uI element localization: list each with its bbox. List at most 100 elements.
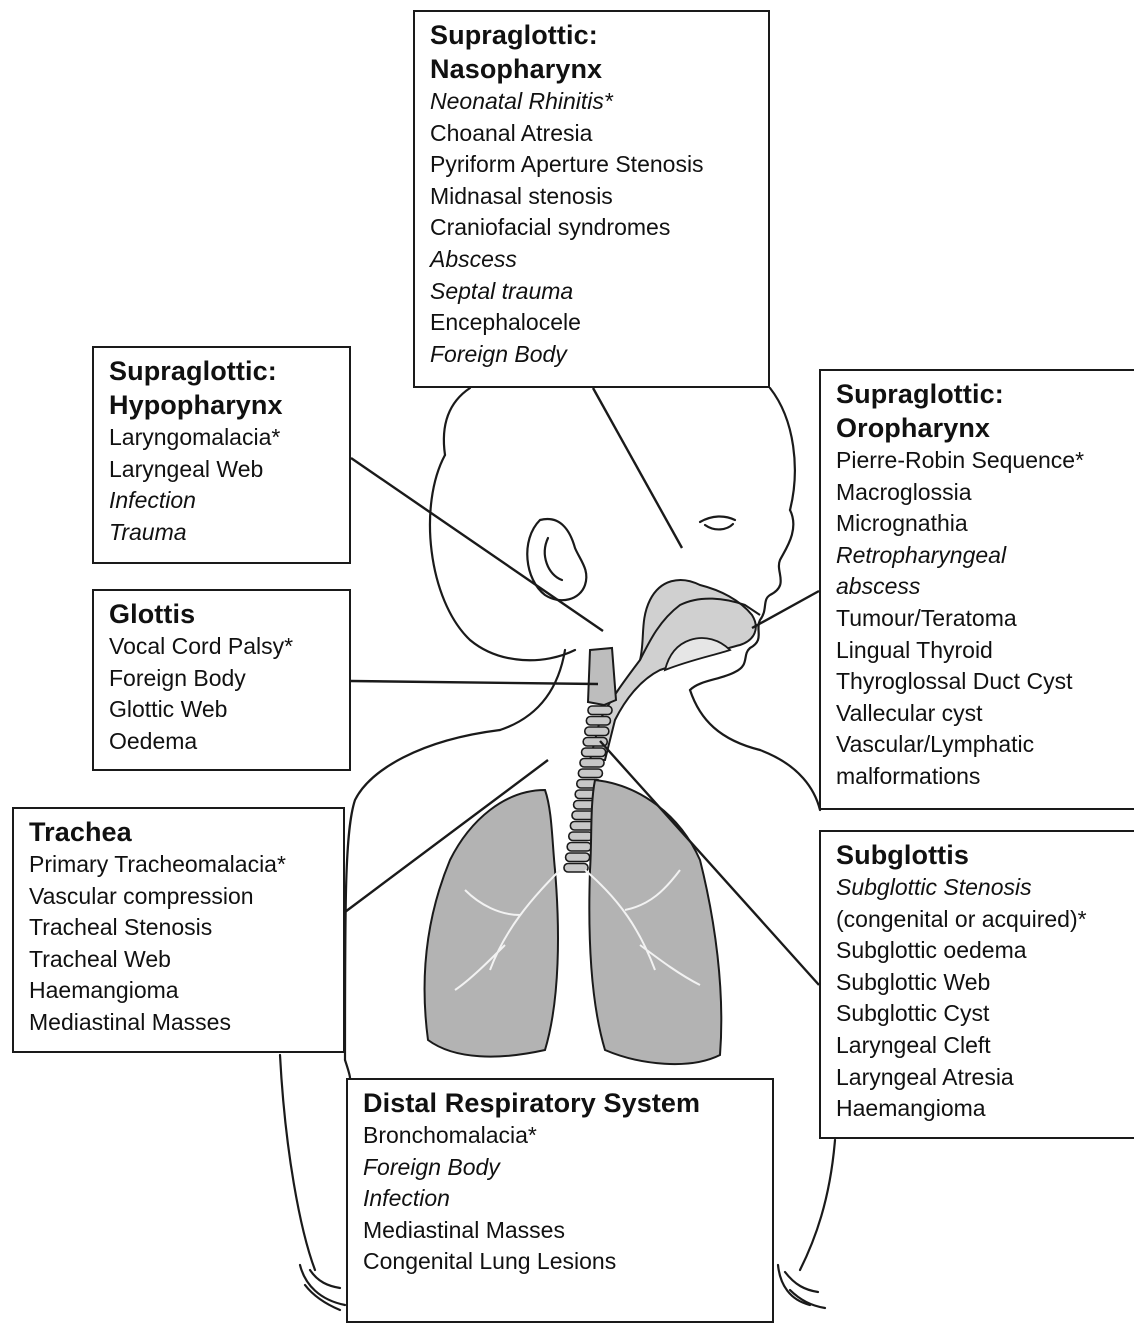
condition-item: Subglottic Web <box>836 967 1123 999</box>
condition-item: Retropharyngeal <box>836 540 1123 572</box>
box-supraglottic-hypopharynx: Supraglottic:Hypopharynx Laryngomalacia*… <box>92 346 351 564</box>
box-title-line: Glottis <box>109 597 335 631</box>
torso-left <box>345 1060 350 1078</box>
condition-item: Pierre-Robin Sequence* <box>836 445 1123 477</box>
box-title: Distal Respiratory System <box>363 1086 758 1120</box>
box-title: Trachea <box>29 815 329 849</box>
hand-left <box>300 1265 345 1310</box>
condition-item: Infection <box>363 1183 758 1215</box>
condition-item: Tracheal Stenosis <box>29 912 329 944</box>
box-title: Supraglottic:Hypopharynx <box>109 354 335 422</box>
condition-list: Vocal Cord Palsy*Foreign BodyGlottic Web… <box>109 631 335 757</box>
condition-item: Abscess <box>430 244 754 276</box>
left-lung <box>424 790 558 1057</box>
trachea-ring <box>588 706 612 715</box>
trachea-ring <box>586 717 610 726</box>
leader-nasopharynx <box>593 388 682 548</box>
box-distal-respiratory-system: Distal Respiratory System Bronchomalacia… <box>346 1078 774 1323</box>
box-supraglottic-oropharynx: Supraglottic:Oropharynx Pierre-Robin Seq… <box>819 369 1134 810</box>
condition-item: Mediastinal Masses <box>29 1007 329 1039</box>
condition-item: Vascular/Lymphatic <box>836 729 1123 761</box>
leader-lines <box>345 388 819 985</box>
condition-item: Infection <box>109 485 335 517</box>
arm-left <box>280 1055 315 1270</box>
condition-item: Vascular compression <box>29 881 329 913</box>
condition-item: Trauma <box>109 517 335 549</box>
head-outline <box>430 455 575 660</box>
condition-item: Encephalocele <box>430 307 754 339</box>
leader-hypopharynx <box>351 458 603 631</box>
arm-right <box>800 1140 835 1270</box>
condition-item: Subglottic oedema <box>836 935 1123 967</box>
box-title: Supraglottic:Oropharynx <box>836 377 1123 445</box>
box-title-line: Supraglottic: <box>109 354 335 388</box>
larynx <box>588 648 616 705</box>
box-title-line: Distal Respiratory System <box>363 1086 758 1120</box>
box-title-line: Hypopharynx <box>109 388 335 422</box>
trachea-ring <box>578 769 602 778</box>
condition-item: (congenital or acquired)* <box>836 904 1123 936</box>
condition-item: Thyroglossal Duct Cyst <box>836 666 1123 698</box>
pharynx-shape <box>590 580 756 760</box>
condition-item: Tumour/Teratoma <box>836 603 1123 635</box>
condition-item: Congenital Lung Lesions <box>363 1246 758 1278</box>
condition-item: Laryngomalacia* <box>109 422 335 454</box>
box-title: Supraglottic:Nasopharynx <box>430 18 754 86</box>
condition-item: Vallecular cyst <box>836 698 1123 730</box>
condition-item: Micrognathia <box>836 508 1123 540</box>
trachea-ring <box>567 843 591 852</box>
trachea-ring <box>566 853 590 862</box>
box-trachea: Trachea Primary Tracheomalacia*Vascular … <box>12 807 345 1053</box>
condition-item: Primary Tracheomalacia* <box>29 849 329 881</box>
box-supraglottic-nasopharynx: Supraglottic:Nasopharynx Neonatal Rhinit… <box>413 10 770 388</box>
condition-item: Mediastinal Masses <box>363 1215 758 1247</box>
condition-item: Vocal Cord Palsy* <box>109 631 335 663</box>
condition-item: Craniofacial syndromes <box>430 212 754 244</box>
condition-item: Foreign Body <box>109 663 335 695</box>
box-title: Glottis <box>109 597 335 631</box>
head-crown-outline <box>770 388 795 510</box>
box-title-line: Supraglottic: <box>836 377 1123 411</box>
box-title-line: Subglottis <box>836 838 1123 872</box>
condition-item: Haemangioma <box>29 975 329 1007</box>
condition-item: Pyriform Aperture Stenosis <box>430 149 754 181</box>
box-title: Subglottis <box>836 838 1123 872</box>
condition-list: Subglottic Stenosis(congenital or acquir… <box>836 872 1123 1125</box>
condition-item: Septal trauma <box>430 276 754 308</box>
right-lung <box>589 780 721 1064</box>
condition-list: Primary Tracheomalacia*Vascular compress… <box>29 849 329 1039</box>
leader-oropharynx <box>752 591 819 628</box>
condition-item: Midnasal stenosis <box>430 181 754 213</box>
eye-outline <box>700 516 735 522</box>
condition-item: Foreign Body <box>363 1152 758 1184</box>
neck-left <box>500 650 565 730</box>
condition-item: Laryngeal Cleft <box>836 1030 1123 1062</box>
condition-item: Bronchomalacia* <box>363 1120 758 1152</box>
trachea-ring <box>569 832 593 841</box>
box-title-line: Nasopharynx <box>430 52 754 86</box>
head-back-outline <box>444 388 470 455</box>
condition-item: Oedema <box>109 726 335 758</box>
trachea-ring <box>580 759 604 768</box>
condition-item: Choanal Atresia <box>430 118 754 150</box>
condition-item: Foreign Body <box>430 339 754 371</box>
eyelid <box>705 524 733 529</box>
condition-item: Neonatal Rhinitis* <box>430 86 754 118</box>
condition-item: Subglottic Cyst <box>836 998 1123 1030</box>
condition-item: malformations <box>836 761 1123 793</box>
shoulder-right <box>760 750 820 810</box>
leader-glottis <box>351 681 598 684</box>
trachea-ring <box>585 727 609 736</box>
box-title-line: Oropharynx <box>836 411 1123 445</box>
condition-item: Subglottic Stenosis <box>836 872 1123 904</box>
box-title-line: Supraglottic: <box>430 18 754 52</box>
ear-inner <box>545 538 562 580</box>
condition-item: Tracheal Web <box>29 944 329 976</box>
condition-item: Laryngeal Web <box>109 454 335 486</box>
